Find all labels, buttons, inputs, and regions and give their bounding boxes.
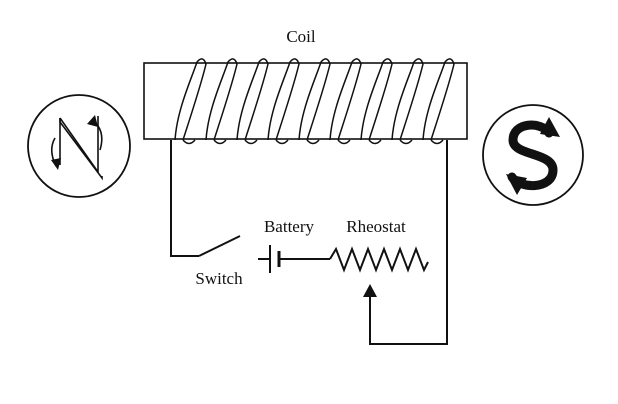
switch-blade [198,235,241,257]
coil-turn [360,58,393,141]
compass-with-rotation-arrows-icon [27,94,131,198]
coil-turn [391,58,424,141]
s-rotation-icon [482,104,584,206]
coil-turn [174,58,207,141]
right-lead-wire [369,140,448,345]
rheostat-resistor [329,246,429,273]
coil-turn [422,58,455,141]
coil-turn-bottom [368,139,382,145]
rheostat-slider-arrow-icon [363,284,377,297]
battery-label: Battery [264,217,315,236]
coil-turn-bottom [182,139,196,145]
coil-turn [329,58,362,141]
coil-turn-bottom [430,139,444,145]
coil-windings [174,58,455,145]
switch-label: Switch [195,269,243,288]
circuit-wires [170,140,448,345]
coil-turn-bottom [337,139,351,145]
coil-turn [236,58,269,141]
switch [198,235,241,257]
coil-turn-bottom [244,139,258,145]
coil-turn-bottom [399,139,413,145]
left-lead-wire [170,140,199,257]
coil-turn [205,58,238,141]
coil-turn [298,58,331,141]
coil-label: Coil [286,27,316,46]
coil-turn-bottom [213,139,227,145]
battery-symbol [258,245,281,273]
coil-turn [267,58,300,141]
rheostat-label: Rheostat [346,217,406,236]
coil-turn-bottom [275,139,289,145]
coil-turn-bottom [306,139,320,145]
